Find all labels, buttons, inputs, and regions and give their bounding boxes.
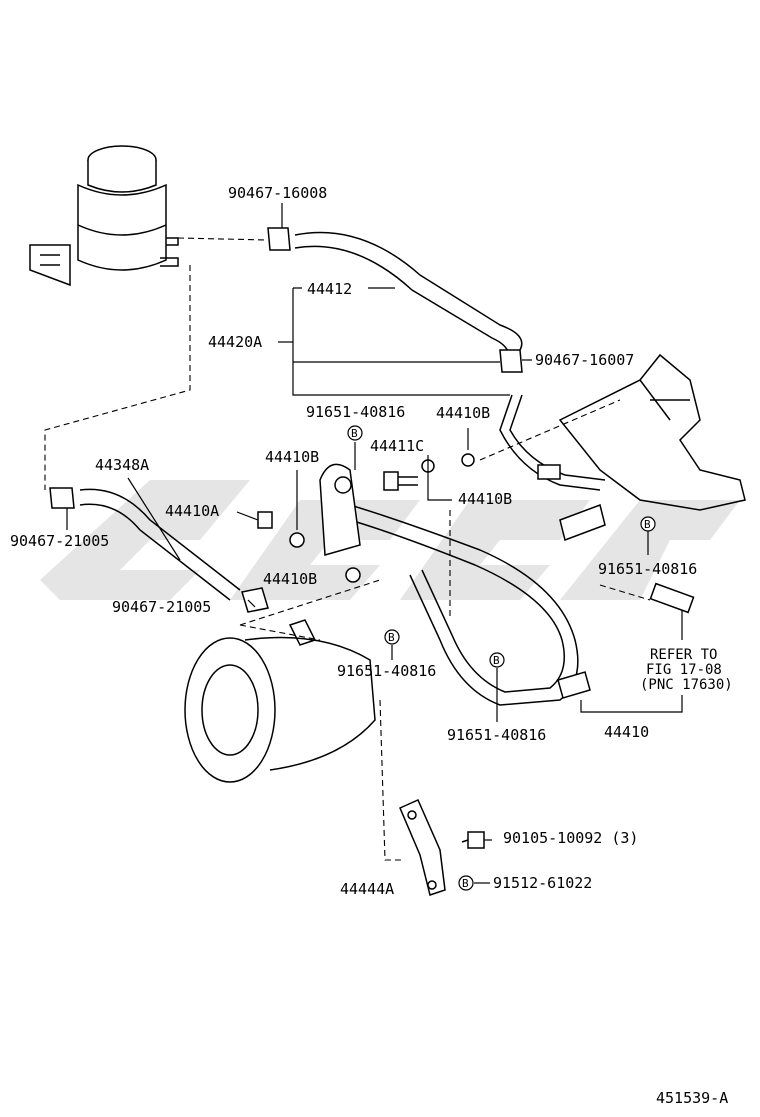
bolt-circle-b-icon: B — [640, 516, 656, 532]
svg-text:B: B — [462, 877, 469, 890]
pump-bracket-44444A — [399, 799, 446, 896]
callout-91651-40816-b: 91651-40816 — [598, 560, 697, 578]
steering-gear-icon — [558, 353, 746, 511]
callout-90467-16007: 90467-16007 — [535, 351, 634, 369]
callout-90105-10092: 90105-10092 (3) — [503, 829, 638, 847]
hose-44348A — [79, 488, 241, 601]
bolt-circle-b-icon: B — [384, 629, 400, 645]
bolt-circle-b-icon: B — [458, 875, 474, 891]
callout-91651-40816-d: 91651-40816 — [447, 726, 546, 744]
callout-44410B-b: 44410B — [458, 490, 512, 508]
callout-44410B-d: 44410B — [263, 570, 317, 588]
power-steering-pump-icon — [184, 619, 376, 783]
reservoir-tank-icon — [29, 145, 179, 287]
callout-44412: 44412 — [307, 280, 352, 298]
callout-44410B-c: 44410B — [265, 448, 319, 466]
hose-clamp-icon — [49, 227, 523, 613]
callout-44348A: 44348A — [95, 456, 149, 474]
callout-91651-40816-c: 91651-40816 — [337, 662, 436, 680]
callout-44420A: 44420A — [208, 333, 262, 351]
svg-text:B: B — [351, 427, 358, 440]
callout-44410: 44410 — [604, 723, 649, 741]
pressure-switch-icon — [649, 582, 695, 614]
leader-lines — [44, 203, 683, 884]
callout-44410B-a: 44410B — [436, 404, 490, 422]
refer-note-line3: (PNC 17630) — [640, 677, 733, 693]
bolt-circle-b-icon: B — [489, 652, 505, 668]
refer-note-line2: FIG 17-08 — [646, 662, 722, 678]
callout-44410A: 44410A — [165, 502, 219, 520]
callout-90467-16008: 90467-16008 — [228, 184, 327, 202]
diagram-id: 451539-A — [656, 1089, 728, 1107]
watermark — [40, 480, 740, 600]
callout-labels: 90467-16008 44412 44420A 90467-16007 916… — [10, 184, 733, 1107]
bolt-circle-b-icon: B — [347, 425, 363, 441]
svg-text:B: B — [388, 631, 395, 644]
callout-44411C: 44411C — [370, 437, 424, 455]
callout-91651-40816-a: 91651-40816 — [306, 403, 405, 421]
callout-44444A: 44444A — [340, 880, 394, 898]
pressure-tube-44410 — [349, 394, 606, 706]
svg-text:B: B — [644, 518, 651, 531]
svg-text:B: B — [493, 654, 500, 667]
callout-90467-21005-b: 90467-21005 — [112, 598, 211, 616]
bracket — [319, 463, 606, 556]
callout-91512-61022: 91512-61022 — [493, 874, 592, 892]
callout-90467-21005-a: 90467-21005 — [10, 532, 109, 550]
bolt-symbols: B B B B B — [347, 425, 656, 891]
refer-note-line1: REFER TO — [650, 647, 717, 663]
